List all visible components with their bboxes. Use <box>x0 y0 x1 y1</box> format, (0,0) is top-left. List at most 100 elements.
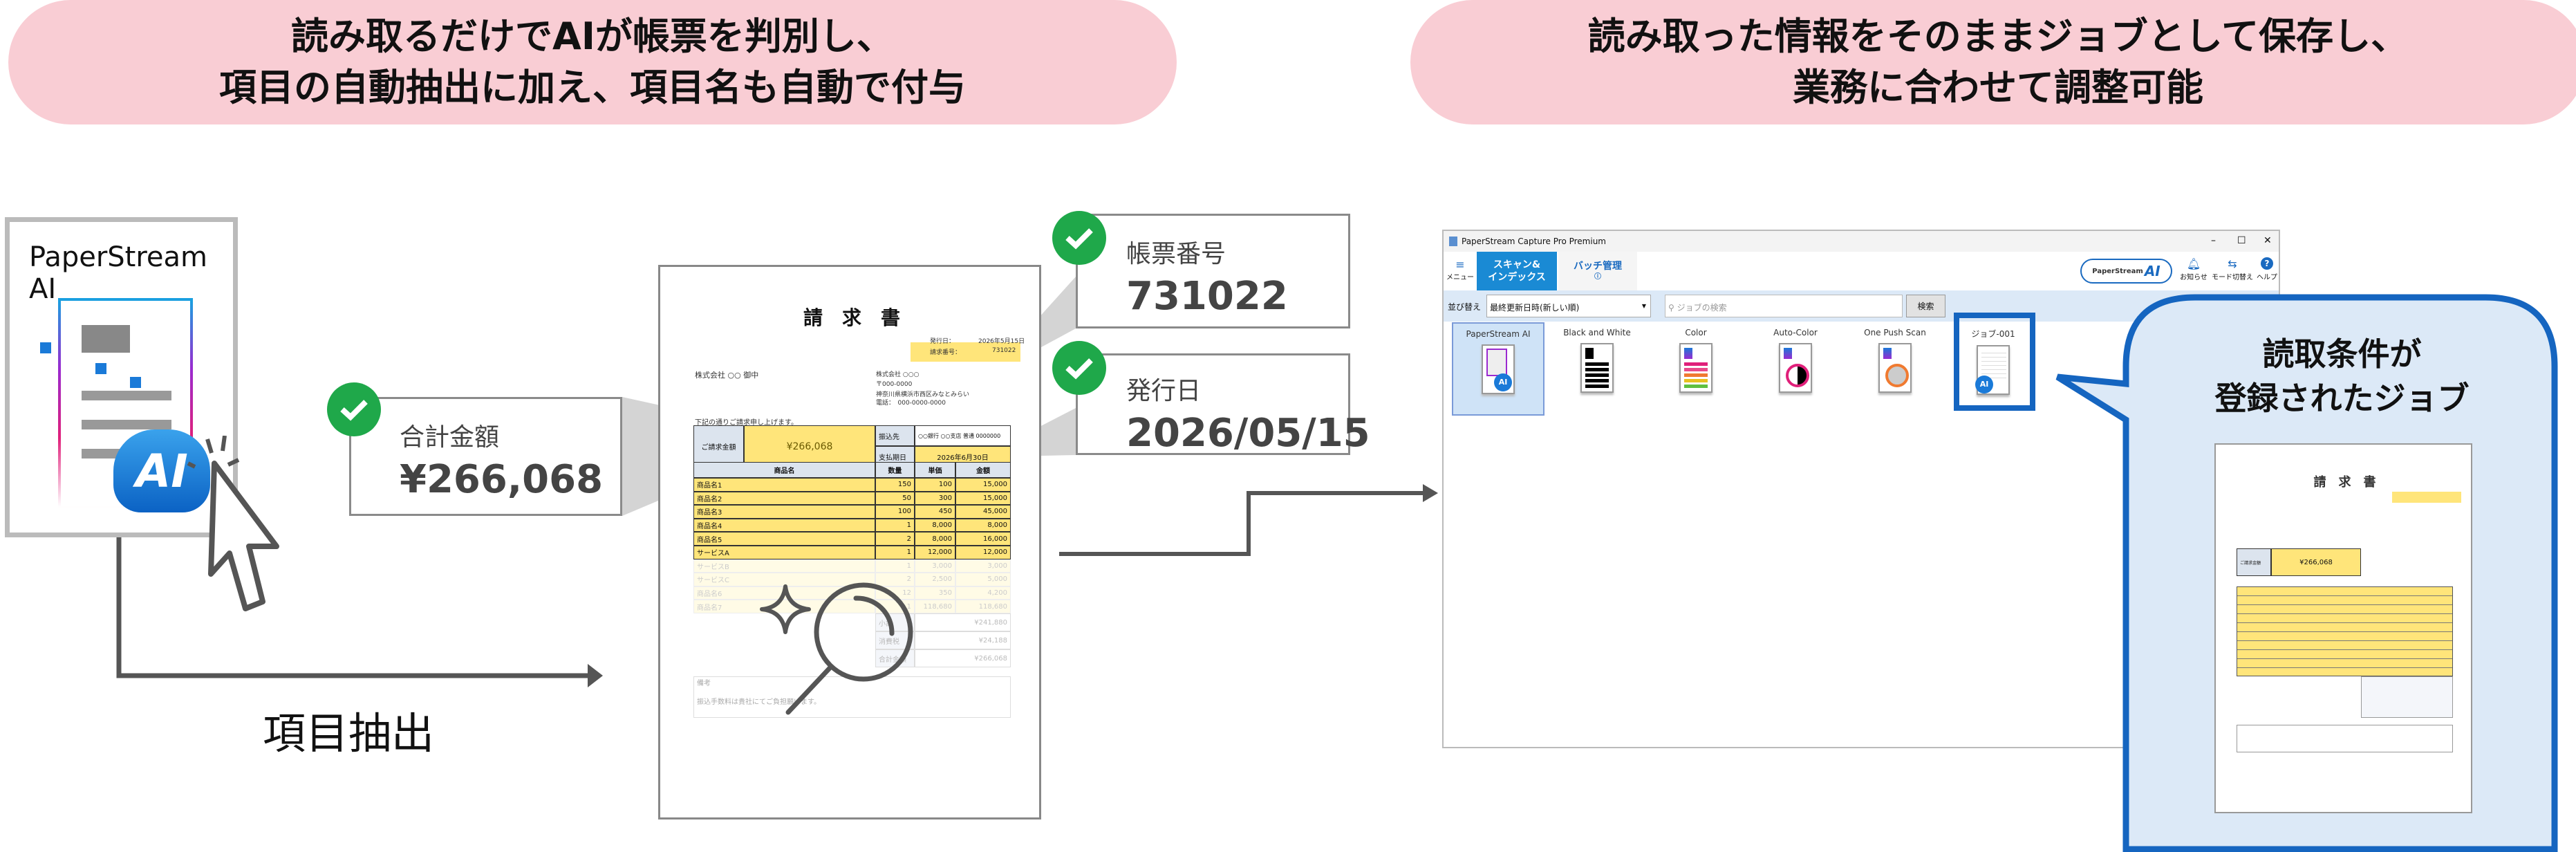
amount-label: ご請求金額 <box>693 425 744 467</box>
table-cell: 8,000 <box>955 518 1011 532</box>
total-value: ¥24,188 <box>915 631 1011 649</box>
callout-value: 731022 <box>1126 274 1288 319</box>
doc-text: 株式会社 ○○○ <box>876 371 920 378</box>
table-cell: 3,000 <box>955 559 1011 573</box>
table-cell: 12,000 <box>915 546 955 559</box>
tab-label: インデックス <box>1488 272 1546 283</box>
job-name: One Push Scan <box>1864 328 1926 337</box>
mini-amount: ¥266,068 <box>2271 548 2361 576</box>
menu-button[interactable]: ≡メニュー <box>1446 259 1474 282</box>
table-cell: 商品名7 <box>693 600 875 613</box>
check-icon <box>1052 341 1106 395</box>
paperstream-ai-icon-box[interactable]: PaperStream AI AI <box>5 217 238 537</box>
left-banner: 読み取るだけでAIが帳票を判別し、 項目の自動抽出に加え、項目名も自動で付与 <box>8 0 1177 124</box>
table-cell: 300 <box>915 491 955 506</box>
table-cell: 1 <box>875 559 915 573</box>
table-cell: 2 <box>875 573 915 586</box>
job-search-input[interactable]: ⚲ ジョブの検索 <box>1665 295 1903 317</box>
bell-icon: 🔔︎ <box>2186 257 2201 270</box>
job-name: PaperStream AI <box>1466 329 1531 339</box>
job-tile[interactable]: Color <box>1650 322 1742 416</box>
amount-value: ¥266,068 <box>744 425 875 467</box>
title-bar: PaperStream Capture Pro Premium – ☐ ✕ <box>1444 231 2279 252</box>
job-name: Black and White <box>1563 328 1631 337</box>
notify-button[interactable]: 🔔︎ お知らせ <box>2179 257 2208 281</box>
job-tile[interactable]: Black and White <box>1551 322 1643 416</box>
arrowhead <box>1423 484 1438 502</box>
minimize-button[interactable]: – <box>2211 235 2216 246</box>
table-cell: 118,680 <box>915 600 955 613</box>
logo-text: PaperStream <box>2092 267 2143 275</box>
total-value: ¥241,880 <box>915 613 1011 631</box>
right-banner: 読み取った情報をそのままジョブとして保存し、 業務に合わせて調整可能 <box>1410 0 2576 124</box>
table-cell: 15,000 <box>955 478 1011 492</box>
banner-line: 読み取った情報をそのままジョブとして保存し、 <box>1587 15 2409 58</box>
table-cell: 150 <box>875 478 915 492</box>
app-icon <box>1449 237 1457 246</box>
table-cell: 8,000 <box>915 518 955 532</box>
doc-text: ○○銀行 ○○支店 普通 0000000 <box>915 425 1011 446</box>
notify-label: お知らせ <box>2180 274 2208 281</box>
table-cell: 8,000 <box>915 532 955 546</box>
info-icon: ⓘ <box>1594 273 1601 281</box>
callout-value: ¥266,068 <box>400 457 604 502</box>
table-header: 数量 <box>875 462 915 478</box>
doc-text: 発行日： <box>930 338 955 345</box>
job-name: ジョブ-001 <box>1971 329 2015 339</box>
memo-text: 振込手数料は貴社にてご負担願います。 <box>697 698 821 706</box>
close-button[interactable]: ✕ <box>2264 235 2272 246</box>
table-header: 単価 <box>915 462 955 478</box>
table-cell: 16,000 <box>955 532 1011 546</box>
mode-button[interactable]: ⇆モード切替え <box>2211 257 2254 281</box>
table-cell: 2 <box>875 532 915 546</box>
tab-scan-index[interactable]: スキャン&インデックス <box>1477 252 1557 290</box>
doc-text: 下記の通りご請求申し上げます。 <box>695 419 798 427</box>
job-tile[interactable]: Auto-Color <box>1749 322 1842 416</box>
job-name: Color <box>1685 328 1707 337</box>
table-cell: 商品名1 <box>693 478 875 492</box>
search-button[interactable]: 検索 <box>1906 295 1945 317</box>
maximize-button[interactable]: ☐ <box>2237 235 2246 246</box>
doc-text: 請求番号： <box>930 349 962 356</box>
table-cell: 5,000 <box>955 573 1011 586</box>
table-cell: 2,500 <box>915 573 955 586</box>
table-cell: 12,000 <box>955 546 1011 559</box>
arrowhead <box>588 664 603 687</box>
one-push-scan-job-icon <box>1878 343 1912 393</box>
sort-value: 最終更新日時(新しい順) <box>1490 303 1580 313</box>
table-cell: 118,680 <box>955 600 1011 613</box>
search-icon: ⚲ <box>1668 303 1677 313</box>
bubble-line: 登録されたジョブ <box>2214 380 2470 417</box>
black-white-job-icon <box>1580 343 1614 393</box>
callout-total: 合計金額 ¥266,068 <box>349 397 622 516</box>
table-cell: 100 <box>915 478 955 492</box>
table-cell: 100 <box>875 505 915 519</box>
table-cell: 15,000 <box>955 491 1011 506</box>
custom-job-icon: AI <box>1975 345 2010 395</box>
mini-amount-label: ご請求金額 <box>2237 548 2271 576</box>
table-cell: 3,000 <box>915 559 955 573</box>
check-icon <box>327 382 381 436</box>
logo-ai: AI <box>2144 263 2160 279</box>
table-header: 商品名 <box>693 462 875 478</box>
job-tile[interactable]: One Push Scan <box>1849 322 1941 416</box>
doc-text: 株式会社 ○○ 御中 <box>695 371 759 380</box>
cursor-icon <box>187 436 279 611</box>
doc-text: 振込先 <box>875 425 915 446</box>
mini-doc-title: 請 求 書 <box>2313 475 2376 490</box>
callout-label: 合計金額 <box>400 423 500 452</box>
table-cell: サービスB <box>693 559 875 573</box>
table-cell: サービスA <box>693 546 875 559</box>
doc-text: 電話： 000-0000-0000 <box>876 400 946 407</box>
bubble-line: 読取条件が <box>2262 335 2422 373</box>
job-highlight <box>1954 313 2035 411</box>
help-button[interactable]: ?ヘルプ <box>2257 257 2277 281</box>
auto-color-job-icon <box>1779 343 1812 393</box>
sort-select[interactable]: 最終更新日時(新しい順)▼ <box>1486 295 1651 317</box>
doc-title: 請 求 書 <box>803 306 900 329</box>
